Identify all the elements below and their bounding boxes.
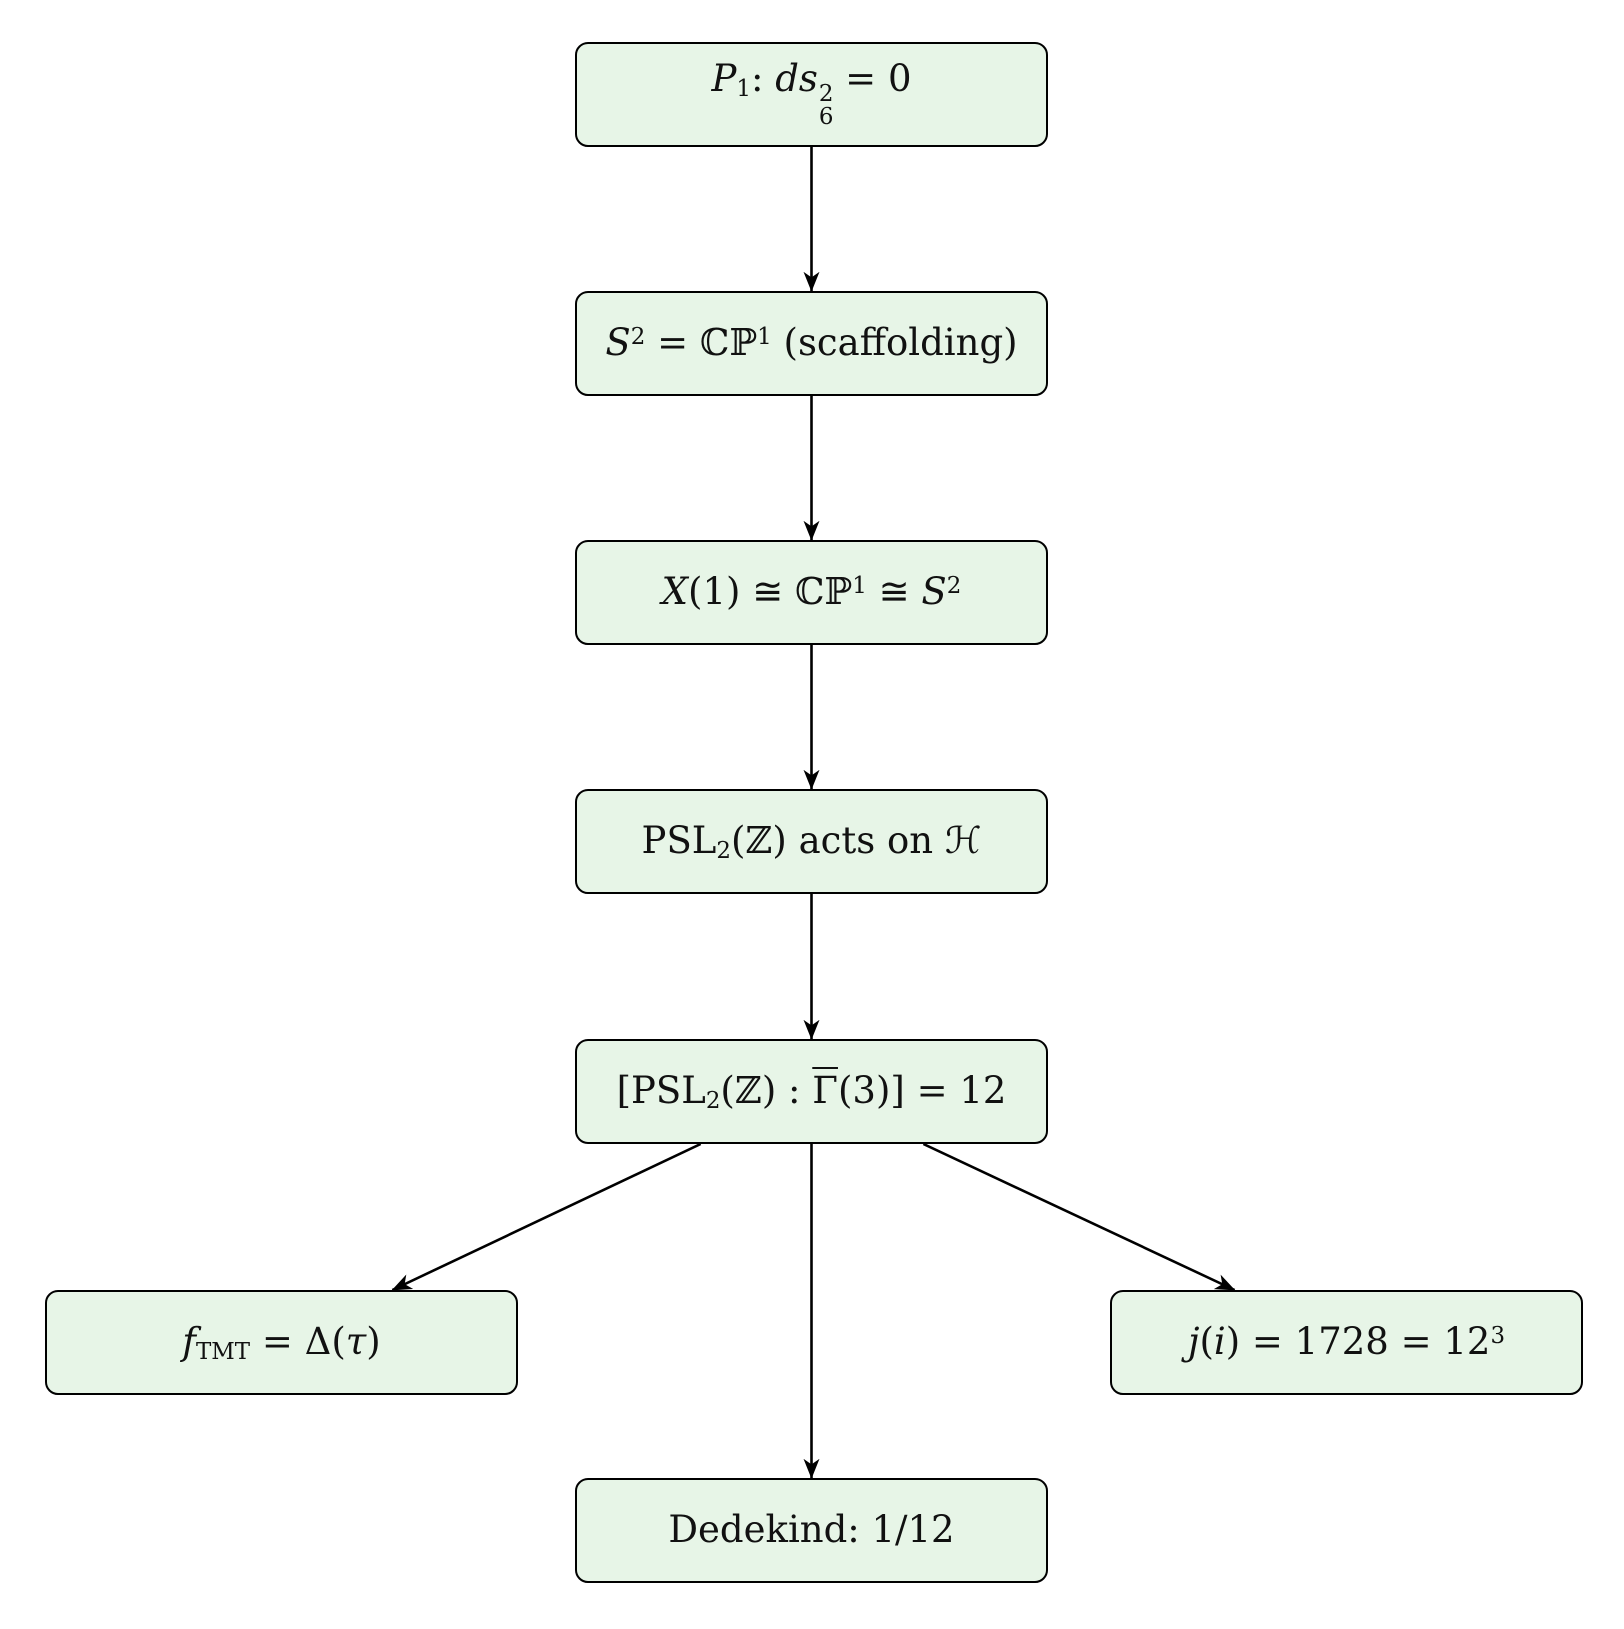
node-index-gamma3-label: [PSL2(ℤ) : Γ(3)] = 12 bbox=[616, 1069, 1007, 1115]
node-dedekind-label: Dedekind: 1/12 bbox=[668, 1508, 955, 1552]
node-psl2z-action: PSL2(ℤ) acts on ℋ bbox=[575, 789, 1048, 894]
node-j-invariant: j(i) = 1728 = 123 bbox=[1110, 1290, 1583, 1395]
node-j-invariant-label: j(i) = 1728 = 123 bbox=[1187, 1320, 1506, 1364]
flow-arrow-index-to-jinv bbox=[922, 1142, 1236, 1292]
flow-arrow-index-to-ftmt bbox=[391, 1142, 702, 1292]
node-modular-curve-x1: X(1) ≅ ℂℙ1 ≅ S2 bbox=[575, 540, 1048, 645]
node-ftmt-delta-label: fTMT = Δ(τ) bbox=[182, 1320, 381, 1366]
node-dedekind: Dedekind: 1/12 bbox=[575, 1478, 1048, 1583]
node-modular-curve-x1-label: X(1) ≅ ℂℙ1 ≅ S2 bbox=[661, 570, 962, 614]
node-scaffolding-sphere: S2 = ℂℙ1 (scaffolding) bbox=[575, 291, 1048, 396]
node-scaffolding-sphere-label: S2 = ℂℙ1 (scaffolding) bbox=[605, 321, 1018, 365]
node-psl2z-action-label: PSL2(ℤ) acts on ℋ bbox=[641, 819, 982, 865]
node-index-gamma3: [PSL2(ℤ) : Γ(3)] = 12 bbox=[575, 1039, 1048, 1144]
node-ftmt-delta: fTMT = Δ(τ) bbox=[45, 1290, 518, 1395]
